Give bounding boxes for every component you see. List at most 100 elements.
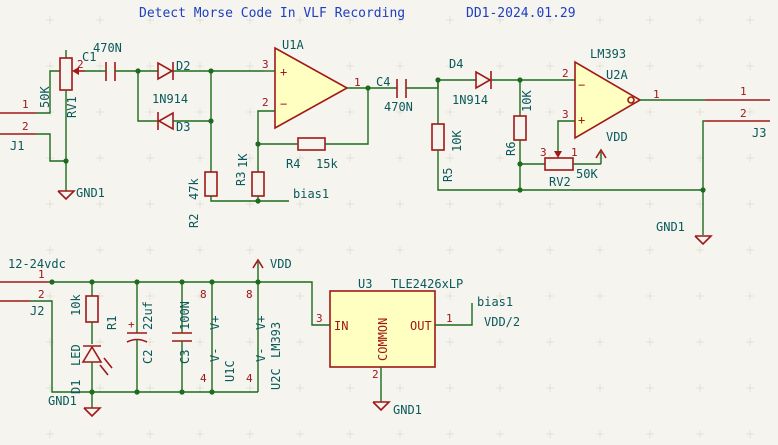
regulator-u3: U3 TLE2426xLP IN OUT COMMON 3 2 1 — [316, 277, 463, 381]
svg-text:1: 1 — [22, 98, 29, 111]
vdd-label: VDD — [270, 257, 292, 271]
svg-text:2: 2 — [372, 368, 379, 381]
svg-text:−: − — [280, 97, 287, 111]
svg-text:LED: LED — [69, 344, 83, 366]
svg-text:GND1: GND1 — [393, 403, 422, 417]
svg-text:3: 3 — [316, 312, 323, 325]
svg-text:22uf: 22uf — [141, 301, 155, 330]
schematic-date: DD1-2024.01.29 — [466, 6, 576, 21]
svg-text:R2: R2 — [187, 214, 201, 228]
svg-text:+: + — [578, 113, 585, 127]
svg-text:2: 2 — [262, 96, 269, 109]
schematic-title: Detect Morse Code In VLF Recording — [139, 6, 405, 21]
svg-text:10K: 10K — [450, 130, 464, 152]
svg-text:1: 1 — [38, 268, 45, 281]
svg-text:470N: 470N — [384, 100, 413, 114]
svg-text:R3: R3 — [234, 172, 248, 186]
svg-text:10k: 10k — [69, 294, 83, 316]
svg-text:−: − — [578, 78, 585, 92]
svg-text:U1A: U1A — [282, 38, 304, 52]
comparator-power-u2c: V+ V- 8 4 U2C LM393 — [246, 262, 283, 392]
led-d1: LED D1 — [69, 344, 113, 394]
svg-text:J3: J3 — [752, 126, 766, 140]
capacitor-c4: C4 470N — [376, 75, 413, 114]
resistor-r4: R4 15k — [286, 137, 338, 171]
svg-text:3: 3 — [562, 108, 569, 121]
svg-text:V+: V+ — [208, 316, 222, 330]
svg-text:RV1: RV1 — [65, 96, 79, 118]
svg-text:+: + — [128, 318, 135, 331]
comparator-u2a: − + LM393 U2A 2 3 1 VDD — [562, 47, 660, 144]
svg-text:R6: R6 — [504, 142, 518, 156]
svg-text:TLE2426xLP: TLE2426xLP — [391, 277, 463, 291]
svg-text:COMMON: COMMON — [376, 318, 390, 361]
svg-text:1: 1 — [740, 85, 747, 98]
svg-text:2: 2 — [38, 288, 45, 301]
svg-text:3: 3 — [540, 146, 547, 159]
svg-text:GND1: GND1 — [656, 220, 685, 234]
j1-ref: J1 — [10, 139, 24, 153]
ground-symbol: GND1 — [372, 401, 422, 417]
svg-text:D4: D4 — [449, 57, 463, 71]
svg-text:V-: V- — [208, 348, 222, 362]
svg-text:LM393: LM393 — [590, 47, 626, 61]
capacitor-c1: 470N C1 — [82, 41, 122, 81]
ground-symbol: GND1 — [656, 220, 713, 246]
svg-text:15k: 15k — [316, 157, 338, 171]
svg-text:D2: D2 — [176, 59, 190, 73]
svg-text:C2: C2 — [141, 350, 155, 364]
svg-text:U3: U3 — [358, 277, 372, 291]
svg-text:IN: IN — [334, 319, 348, 333]
svg-text:4: 4 — [246, 372, 253, 385]
opamp-u1a: + − U1A 3 2 1 — [262, 38, 361, 130]
svg-text:OUT: OUT — [410, 319, 432, 333]
svg-text:2: 2 — [22, 120, 29, 133]
svg-text:47k: 47k — [187, 178, 201, 200]
vdd-half-label: VDD/2 — [484, 315, 520, 329]
svg-text:R4: R4 — [286, 157, 300, 171]
opamp-power-u1c: V+ V- 8 4 U1C — [200, 282, 237, 392]
svg-text:D1: D1 — [69, 380, 83, 394]
svg-text:VDD: VDD — [606, 130, 628, 144]
svg-text:1: 1 — [446, 312, 453, 325]
svg-text:J2: J2 — [30, 304, 44, 318]
diode-d4: D4 1N914 — [449, 57, 492, 107]
svg-text:U1C: U1C — [223, 360, 237, 382]
svg-text:+: + — [280, 65, 287, 79]
svg-text:C4: C4 — [376, 75, 390, 89]
svg-text:GND1: GND1 — [48, 394, 77, 408]
ground-symbol: GND1 — [48, 394, 102, 418]
connector-j2: 1 2 J2 — [0, 268, 52, 318]
svg-text:R1: R1 — [105, 316, 119, 330]
background-grid — [46, 16, 754, 438]
capacitor-c3: 100N C3 — [172, 282, 192, 392]
svg-text:C3: C3 — [178, 350, 192, 364]
svg-text:GND1: GND1 — [76, 186, 105, 200]
svg-text:50K: 50K — [38, 86, 52, 108]
svg-text:2: 2 — [740, 107, 747, 120]
potentiometer-rv1: 2 50K RV1 — [38, 50, 85, 191]
diode-d3: 1N914 D3 — [152, 92, 190, 134]
svg-text:C1: C1 — [82, 50, 96, 64]
connector-j3: 1 2 J3 — [705, 85, 770, 140]
resistor-r6: 10K R6 — [504, 80, 534, 156]
svg-text:50K: 50K — [576, 167, 598, 181]
svg-text:LM393: LM393 — [269, 322, 283, 358]
svg-text:1N914: 1N914 — [452, 93, 488, 107]
resistor-r2: 47k R2 — [187, 171, 218, 228]
svg-text:2: 2 — [562, 67, 569, 80]
svg-text:R5: R5 — [441, 168, 455, 182]
svg-text:100N: 100N — [178, 301, 192, 330]
svg-text:1K: 1K — [236, 153, 250, 168]
resistor-r1: 10k R1 — [69, 282, 119, 344]
resistor-r3: 1K R3 — [234, 153, 265, 197]
resistor-r5: 10K R5 — [431, 80, 464, 182]
svg-text:1: 1 — [571, 146, 578, 159]
svg-text:1: 1 — [653, 88, 660, 101]
svg-text:V+: V+ — [254, 316, 268, 330]
svg-text:10K: 10K — [520, 90, 534, 112]
svg-text:D3: D3 — [176, 120, 190, 134]
capacitor-c2: + 22uf C2 — [126, 282, 155, 392]
